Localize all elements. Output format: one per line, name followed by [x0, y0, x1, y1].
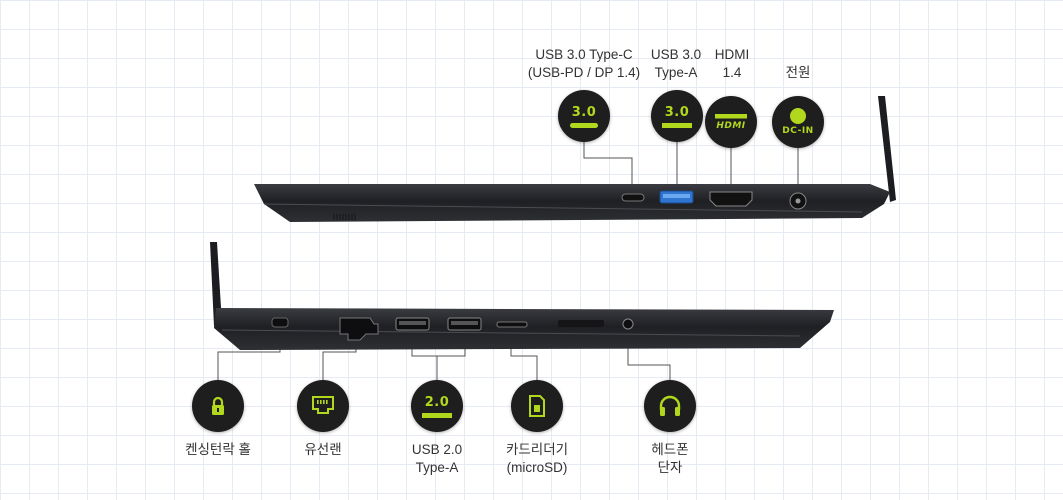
usb-c-icon: 3.0 — [558, 90, 610, 142]
label-usb2: USB 2.0 Type-A — [411, 442, 463, 475]
label-card-reader: 카드리더기 (microSD) — [505, 442, 569, 475]
label-usb3-a: USB 3.0 Type-A — [650, 47, 702, 80]
lock-icon — [192, 380, 244, 432]
hdmi-port — [709, 191, 753, 207]
kensington-slot — [271, 317, 289, 328]
headphone-jack — [622, 318, 634, 330]
dc-in-port — [789, 192, 807, 210]
sd-card-icon — [511, 380, 563, 432]
label-power: 전원 — [785, 65, 811, 80]
microsd-slot — [496, 321, 528, 328]
usb2-icon: 2.0 — [411, 380, 463, 432]
label-lan: 유선랜 — [304, 442, 342, 457]
laptop-left-side — [210, 242, 834, 350]
label-usb-c: USB 3.0 Type-C (USB-PD / DP 1.4) — [527, 47, 641, 80]
lan-icon — [297, 380, 349, 432]
usb-a-icon: 3.0 — [651, 90, 703, 142]
label-kensington: 켄싱턴락 홀 — [185, 442, 251, 457]
usb3-port — [659, 190, 694, 204]
usb-c-port — [621, 193, 645, 202]
lan-port — [339, 317, 379, 341]
power-icon: DC-IN — [772, 96, 824, 148]
hdmi-icon: HDMI — [705, 96, 757, 148]
label-hdmi: HDMI 1.4 — [714, 47, 750, 80]
laptop-right-side — [254, 96, 896, 222]
headphone-icon — [644, 380, 696, 432]
label-headphone: 헤드폰 단자 — [651, 442, 689, 475]
